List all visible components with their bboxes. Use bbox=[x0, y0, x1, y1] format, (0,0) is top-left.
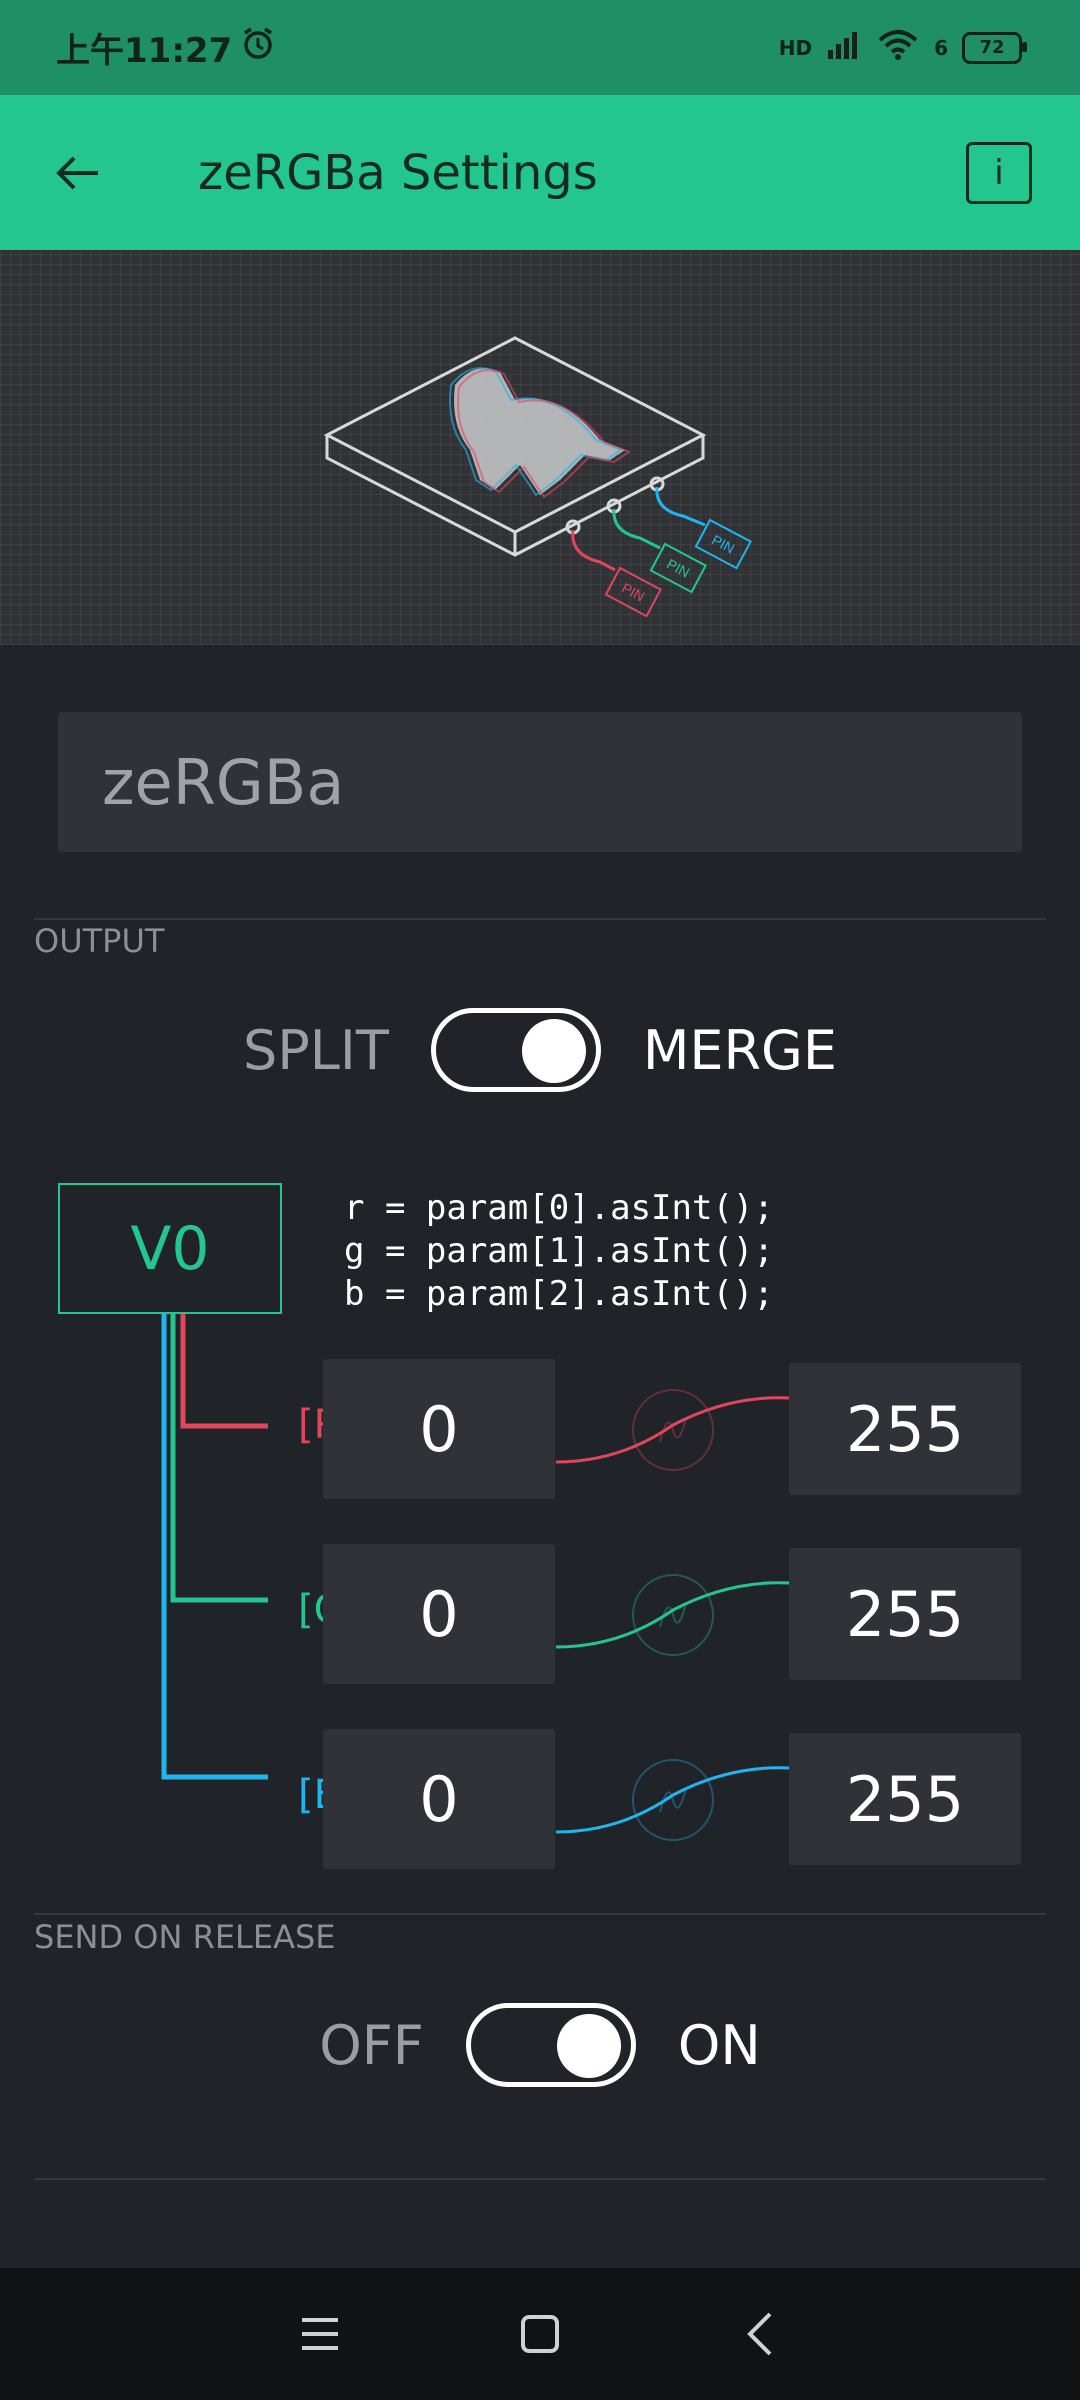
red-min-input[interactable]: 0 bbox=[323, 1359, 555, 1499]
battery-level: 72 bbox=[979, 37, 1005, 58]
mapping-icon-blue[interactable] bbox=[632, 1759, 714, 1841]
widget-name-value: zeRGBa bbox=[102, 745, 345, 819]
code-snippet: r = param[0].asInt();g = param[1].asInt(… bbox=[344, 1187, 774, 1316]
pin-tag-red: PIN bbox=[619, 579, 647, 604]
wifi-icon bbox=[876, 28, 920, 67]
toggle-knob bbox=[521, 1019, 586, 1083]
divider bbox=[34, 918, 1046, 920]
back-icon[interactable] bbox=[730, 2304, 790, 2364]
divider bbox=[34, 2178, 1046, 2180]
output-mode-row: SPLIT MERGE bbox=[0, 1008, 1080, 1092]
send-on-release-toggle[interactable] bbox=[465, 2003, 636, 2087]
page-title: zeRGBa Settings bbox=[198, 144, 598, 201]
home-icon[interactable] bbox=[510, 2304, 570, 2364]
send-on-release-label: SEND ON RELEASE bbox=[34, 1918, 336, 1956]
menu-icon[interactable] bbox=[290, 2304, 350, 2364]
output-section-label: OUTPUT bbox=[34, 922, 165, 960]
channel-wires bbox=[161, 1314, 791, 1841]
info-button[interactable]: i bbox=[966, 141, 1032, 204]
virtual-pin-selector[interactable]: V0 bbox=[58, 1183, 282, 1314]
mapping-icon-red[interactable] bbox=[632, 1389, 714, 1471]
divider bbox=[34, 1913, 1046, 1915]
hero-illustration: PIN PIN PIN bbox=[0, 250, 1080, 645]
status-right: HD 6 72 bbox=[778, 28, 1027, 67]
code-line-r: r = param[0].asInt(); bbox=[344, 1188, 774, 1228]
status-bar: 上午11:27 HD 6 72 bbox=[0, 0, 1080, 95]
status-time: 上午11:27 bbox=[56, 31, 233, 71]
pin-tag-green: PIN bbox=[664, 555, 692, 580]
back-arrow-icon[interactable] bbox=[48, 143, 108, 203]
on-label[interactable]: ON bbox=[677, 2013, 761, 2077]
blue-max-input[interactable]: 255 bbox=[789, 1733, 1021, 1865]
red-max-input[interactable]: 255 bbox=[789, 1363, 1021, 1495]
widget-name-input[interactable]: zeRGBa bbox=[58, 712, 1022, 852]
green-max-input[interactable]: 255 bbox=[789, 1548, 1021, 1680]
system-nav-bar bbox=[0, 2268, 1080, 2400]
battery-icon: 72 bbox=[962, 31, 1027, 64]
zebra-icon bbox=[449, 367, 632, 499]
toggle-knob bbox=[556, 2014, 621, 2078]
send-on-release-row: OFF ON bbox=[0, 2003, 1080, 2087]
alarm-icon bbox=[240, 25, 276, 70]
green-min-input[interactable]: 0 bbox=[323, 1544, 555, 1684]
output-mode-toggle[interactable] bbox=[430, 1008, 601, 1092]
split-label[interactable]: SPLIT bbox=[242, 1018, 389, 1082]
code-line-b: b = param[2].asInt(); bbox=[344, 1274, 774, 1314]
virtual-pin-label: V0 bbox=[130, 1213, 210, 1284]
status-left: 上午11:27 bbox=[56, 23, 276, 72]
merge-label[interactable]: MERGE bbox=[642, 1018, 838, 1082]
code-line-g: g = param[1].asInt(); bbox=[344, 1231, 774, 1271]
off-label[interactable]: OFF bbox=[319, 2013, 424, 2077]
wifi-generation: 6 bbox=[934, 35, 948, 60]
pin-tag-blue: PIN bbox=[709, 531, 737, 556]
signal-icon bbox=[826, 30, 862, 65]
app-bar: zeRGBa Settings i bbox=[0, 95, 1080, 250]
network-type: HD bbox=[778, 35, 813, 60]
mapping-icon-green[interactable] bbox=[632, 1574, 714, 1656]
blue-min-input[interactable]: 0 bbox=[323, 1729, 555, 1869]
device-illustration: PIN PIN PIN bbox=[323, 336, 752, 618]
